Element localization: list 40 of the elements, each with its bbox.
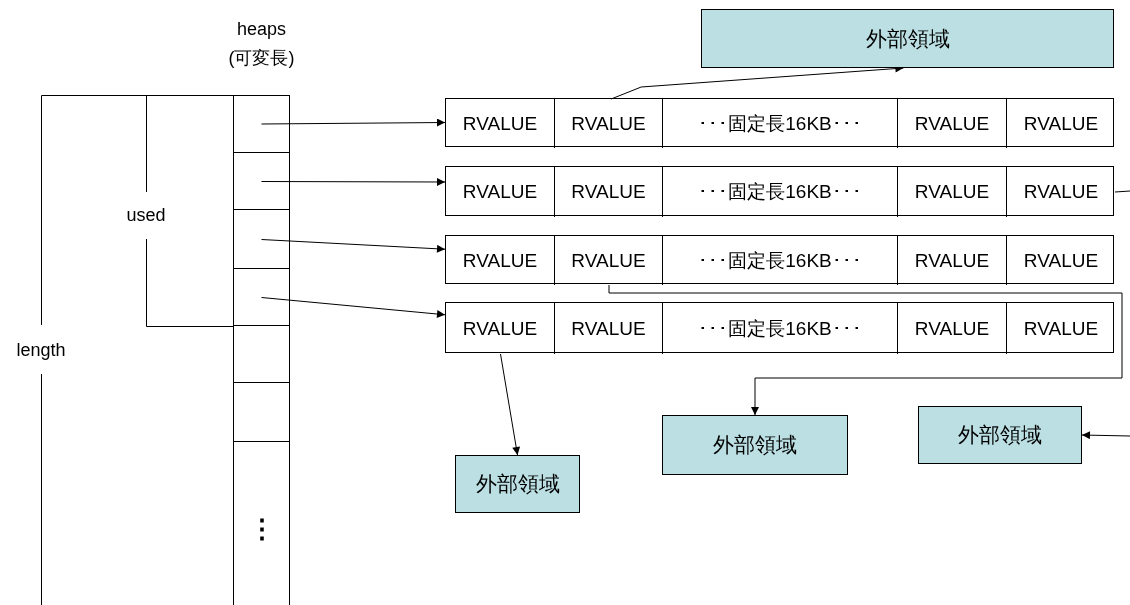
array-cell: ⋮ bbox=[233, 442, 290, 605]
slot-cell: RVALUE bbox=[446, 303, 555, 354]
slot-cell: RVALUE bbox=[555, 99, 663, 148]
external-area-box: 外部領域 bbox=[701, 9, 1114, 68]
arrow bbox=[500, 353, 521, 456]
arrow bbox=[1081, 431, 1130, 440]
arrow bbox=[261, 118, 446, 127]
slot-cell: RVALUE bbox=[1007, 303, 1115, 354]
heap-block bbox=[445, 235, 1114, 284]
heap-block bbox=[445, 166, 1114, 216]
slot-cell: RVALUE bbox=[898, 167, 1007, 217]
slot-cell: RVALUE bbox=[555, 303, 663, 354]
heap-block bbox=[445, 302, 1114, 353]
connector-line bbox=[1114, 190, 1130, 193]
slot-cell: ･･･固定長16KB･･･ bbox=[663, 167, 898, 217]
arrow bbox=[261, 178, 446, 186]
dimension-label: used bbox=[125, 204, 167, 227]
arrow bbox=[261, 239, 446, 253]
dimension-label: length bbox=[15, 339, 67, 362]
external-area-box: 外部領域 bbox=[662, 415, 848, 475]
slot-cell: ･･･固定長16KB･･･ bbox=[663, 303, 898, 354]
slot-cell: RVALUE bbox=[555, 236, 663, 285]
slot-cell: RVALUE bbox=[898, 303, 1007, 354]
slot-cell: RVALUE bbox=[446, 167, 555, 217]
slot-cell: RVALUE bbox=[555, 167, 663, 217]
slot-cell: RVALUE bbox=[1007, 236, 1115, 285]
heap-block bbox=[445, 98, 1114, 147]
slot-cell: RVALUE bbox=[898, 236, 1007, 285]
external-area-box: 外部領域 bbox=[918, 406, 1082, 464]
slot-cell: RVALUE bbox=[1007, 167, 1115, 217]
arrow bbox=[261, 297, 446, 318]
external-area-box: 外部領域 bbox=[455, 455, 580, 513]
slot-cell: RVALUE bbox=[446, 236, 555, 285]
slot-cell: RVALUE bbox=[898, 99, 1007, 148]
arrow bbox=[608, 284, 1123, 416]
slot-cell: RVALUE bbox=[446, 99, 555, 148]
column-heading: heaps (可変長) bbox=[227, 18, 296, 70]
slot-cell: ･･･固定長16KB･･･ bbox=[663, 236, 898, 285]
slot-cell: RVALUE bbox=[1007, 99, 1115, 148]
slot-cell: ･･･固定長16KB･･･ bbox=[663, 99, 898, 148]
